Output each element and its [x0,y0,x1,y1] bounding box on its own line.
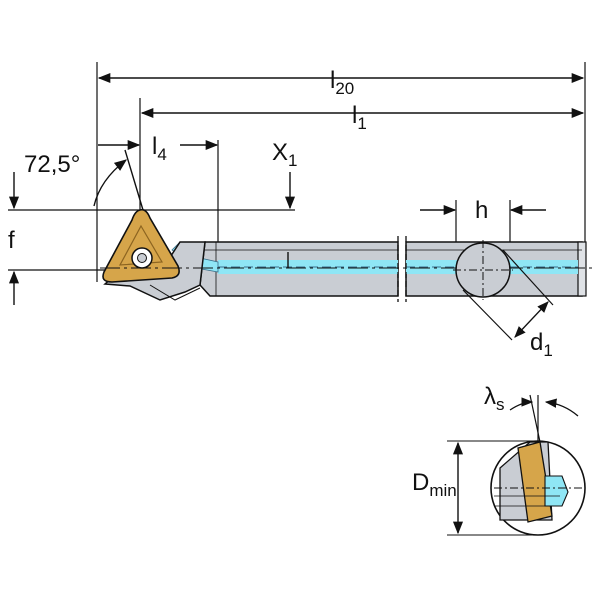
angle-label: 72,5° [24,151,80,178]
coolant-channel [218,260,398,274]
l1-label: l1 [352,102,367,133]
tool-shank [171,236,587,302]
triangular-insert [102,208,180,283]
l4-label: l4 [152,133,167,164]
dmin-label: Dmin [412,469,457,500]
h-label: h [475,197,488,224]
dimension-lines [8,72,585,305]
x1-label: X1 [272,139,297,170]
d1-label: d1 [530,329,553,360]
end-view [447,394,586,536]
extension-lines [8,62,586,282]
l20-label: l20 [330,67,354,98]
f-label: f [8,227,15,254]
shank-section [453,240,554,341]
lambda-s-label: λs [484,383,505,414]
